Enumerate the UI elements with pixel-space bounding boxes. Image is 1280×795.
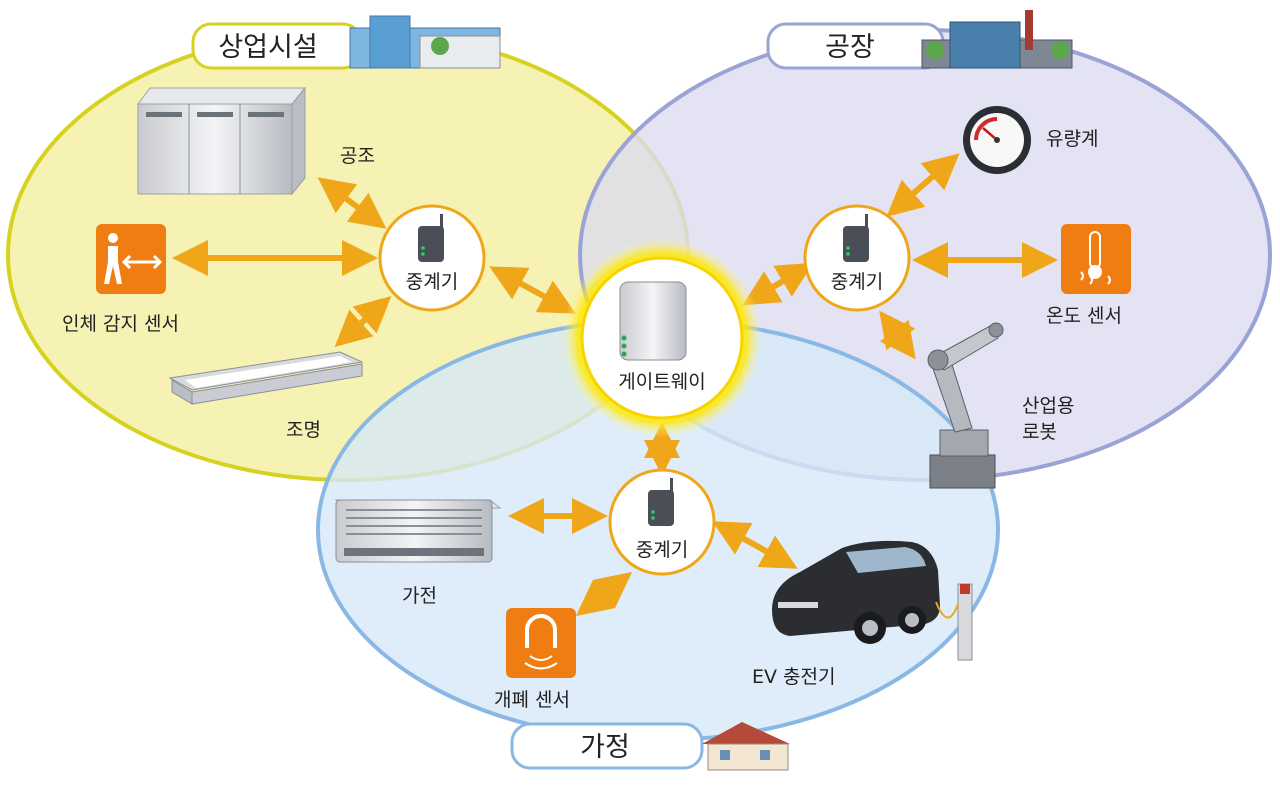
ceiling-light-icon — [168, 351, 364, 405]
ev-charger-label: EV 충전기 — [752, 666, 835, 688]
flowmeter-device: 유량계 — [963, 106, 1098, 174]
motion-sensor-icon — [96, 224, 166, 294]
relay-factory: 중계기 — [803, 204, 911, 312]
arrow-door-relay — [575, 571, 633, 617]
factory-building-icon — [921, 10, 1073, 69]
commercial-title: 상업시설 — [218, 32, 317, 63]
gateway-node: 게이트웨이 — [562, 238, 762, 438]
appliance-label: 가전 — [402, 585, 437, 607]
relay-home: 중계기 — [608, 468, 716, 576]
commercial-title-tag: 상업시설 — [191, 15, 501, 70]
gateway-device-icon — [619, 281, 687, 361]
relay-label: 중계기 — [831, 271, 883, 293]
arrow-gateway-relay2 — [742, 262, 814, 306]
motion-sensor-device: 인체 감지 센서 — [62, 224, 179, 335]
robot-label-line2: 로봇 — [1022, 421, 1057, 443]
ev-charger-device: EV 충전기 — [752, 540, 973, 688]
factory-title-tag: 공장 — [766, 10, 1073, 70]
hvac-label: 공조 — [340, 145, 375, 167]
connection-arrows — [172, 153, 1058, 617]
relay-commercial: 중계기 — [378, 204, 486, 312]
relay-label: 중계기 — [406, 271, 458, 293]
door-sensor-label: 개폐 센서 — [494, 689, 570, 711]
commercial-building-icon — [349, 15, 501, 69]
industrial-robot-icon — [927, 322, 1004, 489]
motion-sensor-label: 인체 감지 센서 — [62, 313, 179, 335]
temp-sensor-device: 온도 센서 — [1046, 224, 1131, 327]
home-title: 가정 — [580, 732, 630, 763]
charging-post-icon — [935, 583, 973, 661]
arrow-hvac-relay — [317, 177, 387, 229]
relay-device-icon — [843, 214, 869, 262]
arrow-light-relay — [334, 295, 392, 348]
home-title-tag: 가정 — [510, 722, 790, 771]
arrow-robot-relay — [879, 310, 916, 360]
relay-label: 중계기 — [636, 539, 688, 561]
door-sensor-device: 개폐 센서 — [494, 608, 576, 711]
relay-device-icon — [418, 214, 444, 262]
door-sensor-icon — [506, 608, 576, 678]
robot-device: 산업용 로봇 — [927, 322, 1074, 489]
hvac-unit-icon — [137, 86, 307, 196]
arrow-flowmeter-relay — [886, 153, 960, 217]
house-icon — [702, 722, 790, 771]
air-conditioner-icon — [334, 499, 502, 563]
lighting-device: 조명 — [168, 351, 364, 441]
gateway-label: 게이트웨이 — [618, 371, 705, 393]
relay-device-icon — [648, 478, 674, 526]
arrow-ev-relay — [712, 521, 798, 569]
temp-sensor-label: 온도 센서 — [1046, 305, 1122, 327]
hvac-device: 공조 — [137, 86, 375, 196]
flowmeter-label: 유량계 — [1046, 128, 1098, 150]
arrow-relay1-gateway — [489, 266, 576, 314]
lighting-label: 조명 — [286, 419, 321, 441]
robot-label-line1: 산업용 — [1022, 395, 1074, 417]
car-icon — [772, 540, 940, 644]
factory-title: 공장 — [825, 32, 875, 63]
gauge-icon — [963, 106, 1031, 174]
appliance-device: 가전 — [334, 499, 502, 607]
thermometer-icon — [1061, 224, 1131, 294]
